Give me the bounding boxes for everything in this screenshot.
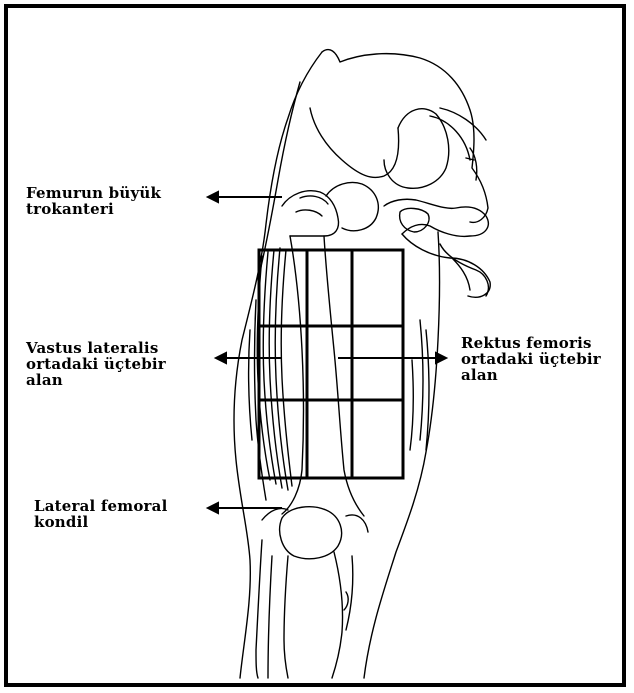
- arrow-rektus-head: [436, 353, 446, 363]
- label-text: ortadaki üçtebir: [461, 351, 601, 367]
- label-lateral-femoral-condyle: Lateral femoral kondil: [34, 498, 167, 530]
- sacrum-lines: [430, 108, 486, 180]
- label-text: kondil: [34, 514, 167, 530]
- femoral-condyle: [262, 508, 368, 532]
- label-greater-trochanter: Femurun büyük trokanteri: [26, 185, 161, 217]
- acetabulum: [384, 109, 449, 189]
- label-text: Rektus femoris: [461, 335, 601, 351]
- label-text: alan: [461, 367, 601, 383]
- label-text: Lateral femoral: [34, 498, 167, 514]
- medial-striation: [410, 360, 413, 450]
- vastus-striation: [249, 330, 252, 440]
- greater-trochanter: [282, 191, 338, 236]
- label-text: ortadaki üçtebir: [26, 356, 166, 372]
- tibia-outline: [284, 552, 343, 678]
- label-vastus-lateralis: Vastus lateralis ortadaki üçtebir alan: [26, 340, 166, 388]
- ischium: [402, 234, 490, 297]
- vastus-striation: [281, 250, 292, 486]
- arrow-condyle-head: [208, 503, 218, 513]
- fibula-outline: [256, 540, 272, 678]
- label-text: Vastus lateralis: [26, 340, 166, 356]
- label-text: trokanteri: [26, 201, 161, 217]
- arrow-vastus-head: [216, 353, 226, 363]
- knee-detail: [344, 556, 353, 630]
- trochanter-detail: [296, 196, 328, 216]
- label-text: Femurun büyük: [26, 185, 161, 201]
- medial-striation: [420, 320, 423, 440]
- pelvis-outline: [322, 50, 488, 223]
- femur-shaft-medial: [324, 236, 364, 516]
- lateral-thigh-skin: [234, 52, 322, 678]
- patella: [280, 507, 342, 559]
- femur-head: [326, 183, 378, 231]
- label-text: alan: [26, 372, 166, 388]
- obturator: [400, 208, 429, 232]
- medial-striation: [426, 330, 429, 450]
- label-rektus-femoris: Rektus femoris ortadaki üçtebir alan: [461, 335, 601, 383]
- arrow-trochanter-head: [208, 192, 218, 202]
